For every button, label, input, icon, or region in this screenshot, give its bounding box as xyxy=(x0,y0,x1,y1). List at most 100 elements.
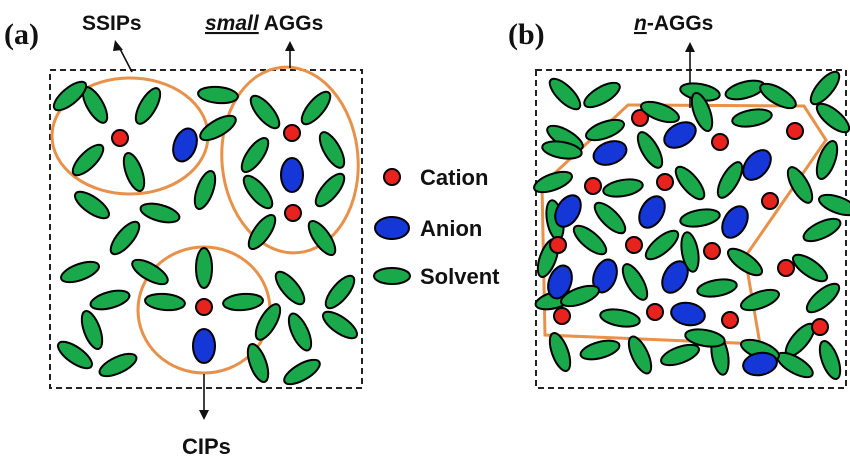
solvent-molecule xyxy=(805,282,841,314)
panel-a: (a) SSIPs small AGGs CIPs xyxy=(4,12,363,459)
solvent-molecule xyxy=(307,219,337,257)
panel-b-tag: (b) xyxy=(508,18,545,51)
solvent-molecule xyxy=(98,352,138,378)
anion-particle xyxy=(670,301,706,327)
n-emphasis: n xyxy=(634,12,647,35)
solvent-molecule xyxy=(802,217,842,243)
solvent-molecule xyxy=(300,90,332,126)
solvent-molecule xyxy=(640,100,680,124)
solvent-molecule xyxy=(809,70,841,106)
solvent-molecule xyxy=(674,165,706,201)
cation-particle xyxy=(811,318,829,336)
anion-particle xyxy=(172,127,198,163)
cips-arrowhead xyxy=(199,410,209,420)
solvent-molecule xyxy=(684,328,726,348)
solvent-molecule xyxy=(246,343,270,383)
cation-particle xyxy=(711,133,729,151)
anion-particle xyxy=(742,351,778,377)
solvent-molecule xyxy=(679,208,721,228)
anion-particle xyxy=(721,205,749,239)
solvent-molecule xyxy=(815,140,839,180)
solvent-molecule xyxy=(52,80,88,112)
solvent-molecule xyxy=(80,310,104,350)
solvent-molecule xyxy=(240,136,270,174)
solvent-molecule xyxy=(548,332,572,372)
cation-particle xyxy=(761,192,779,210)
anion-particle xyxy=(547,264,573,300)
anion-particle xyxy=(742,149,772,181)
solvent-molecule xyxy=(548,77,582,111)
solvent-molecule xyxy=(324,274,356,310)
aggs-text: AGGs xyxy=(259,12,324,35)
anion-particle xyxy=(592,140,628,166)
solvent-molecule xyxy=(583,81,621,109)
cation-particle xyxy=(283,124,301,142)
small-emphasis: small xyxy=(205,12,260,35)
solvent-molecule xyxy=(222,292,264,312)
cation-particle xyxy=(553,307,571,325)
cation-particle xyxy=(549,236,567,254)
solvent-molecule xyxy=(731,108,773,128)
cation-particle xyxy=(646,303,664,321)
small-aggs-ring xyxy=(220,65,360,255)
solvent-molecule xyxy=(318,131,346,169)
solvent-molecule xyxy=(541,140,583,160)
solvent-molecule xyxy=(660,343,700,367)
solvent-molecule xyxy=(726,247,764,277)
solvent-molecule xyxy=(786,166,814,204)
n-aggs-arrowhead xyxy=(685,42,695,52)
ssips-arrowhead xyxy=(113,40,123,51)
n-aggs-text: -AGGs xyxy=(647,12,714,35)
solvent-molecule xyxy=(283,358,321,386)
solvent-molecule xyxy=(242,174,274,210)
anion-particle xyxy=(638,195,666,229)
solvent-molecule xyxy=(134,87,162,125)
solvent-molecule xyxy=(533,170,573,194)
solvent-molecule xyxy=(716,161,744,199)
solvent-molecule xyxy=(321,310,359,340)
panel-b-frame xyxy=(535,69,847,389)
solvent-molecule xyxy=(740,288,780,312)
solvent-molecule xyxy=(193,170,217,210)
solvent-molecule xyxy=(195,247,213,289)
solvent-molecule xyxy=(627,335,653,375)
small-aggs-arrowhead xyxy=(285,41,295,51)
solvent-molecule xyxy=(73,190,111,220)
solvent-molecule xyxy=(815,102,850,134)
panel-a-molecules xyxy=(52,80,359,386)
cation-particle xyxy=(631,109,649,127)
solvent-molecule xyxy=(818,193,850,217)
solvent-molecule xyxy=(247,213,277,251)
solvent-molecule xyxy=(249,94,281,130)
solvent-molecule xyxy=(579,339,621,361)
solvent-molecule xyxy=(791,253,829,283)
solvent-molecule xyxy=(560,284,600,308)
solvent-molecule xyxy=(60,260,100,284)
cips-label: CIPs xyxy=(182,434,231,459)
legend-cation-icon xyxy=(383,168,401,186)
solvent-molecule xyxy=(621,263,649,301)
cation-particle xyxy=(656,173,674,191)
legend-anion-label: Anion xyxy=(420,216,482,241)
solvent-molecule xyxy=(599,308,641,328)
cation-particle xyxy=(703,242,721,260)
legend: Cation Anion Solvent xyxy=(373,165,500,289)
anion-particle xyxy=(554,194,582,228)
solvent-molecule xyxy=(56,340,94,370)
solvent-molecule xyxy=(144,292,186,312)
cation-particle xyxy=(721,311,739,329)
solvent-molecule xyxy=(818,340,842,380)
solvent-molecule xyxy=(636,131,664,169)
solvent-molecule xyxy=(71,143,105,177)
panel-b-molecules xyxy=(533,70,850,380)
solvent-molecule xyxy=(274,270,306,306)
anion-particle xyxy=(280,157,304,193)
legend-solvent-label: Solvent xyxy=(420,264,500,289)
panel-b: (b) n-AGGs xyxy=(508,12,850,389)
solvent-molecule xyxy=(122,152,146,192)
legend-cation-label: Cation xyxy=(420,165,488,190)
solvent-molecule xyxy=(759,82,797,110)
cation-particle xyxy=(111,129,129,147)
anion-particle xyxy=(663,121,697,149)
